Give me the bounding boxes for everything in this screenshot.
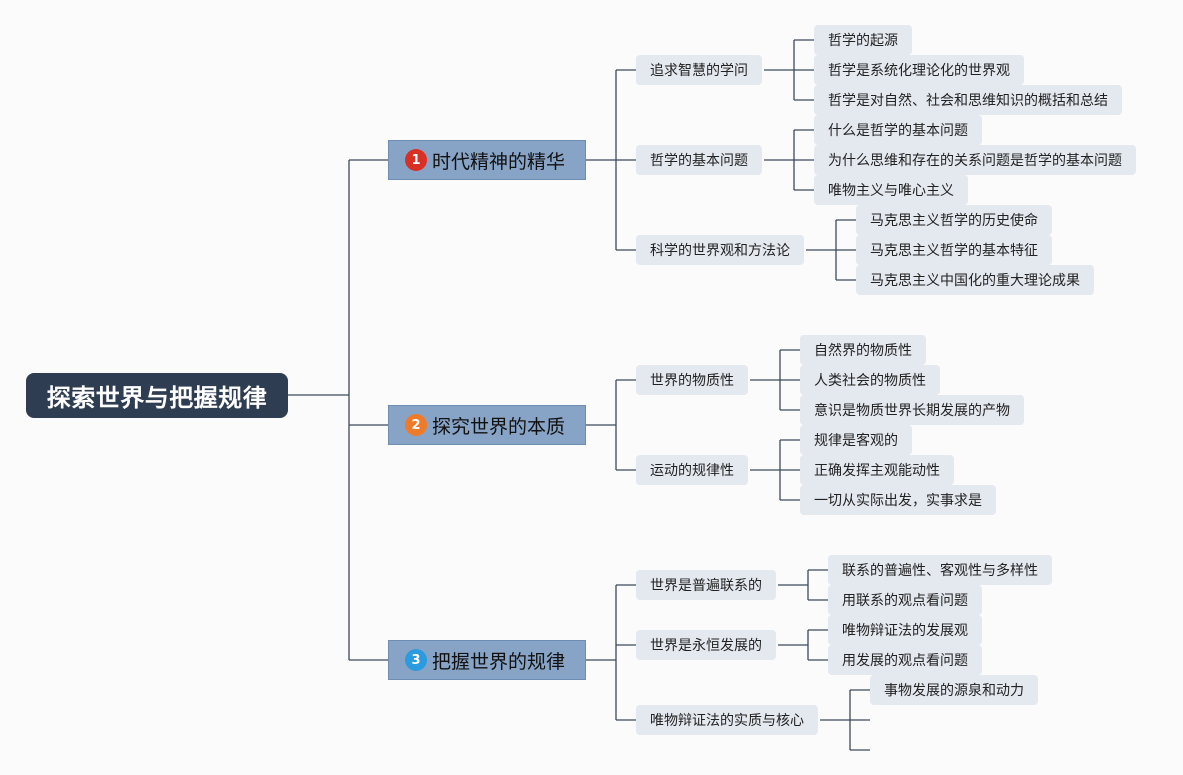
leaf-topic[interactable]: 事物发展的源泉和动力 — [870, 675, 1038, 705]
subtopic[interactable]: 世界是普遍联系的 — [636, 570, 776, 600]
leaf-topic[interactable]: 什么是哲学的基本问题 — [814, 115, 982, 145]
subtopic[interactable]: 哲学的基本问题 — [636, 145, 762, 175]
number-badge-1: 1 — [405, 149, 427, 171]
leaf-topic[interactable]: 联系的普遍性、客观性与多样性 — [828, 555, 1052, 585]
leaf-topic[interactable]: 用发展的观点看问题 — [828, 645, 982, 675]
leaf-topic[interactable]: 一切从实际出发，实事求是 — [800, 485, 996, 515]
leaf-topic[interactable]: 哲学是系统化理论化的世界观 — [814, 55, 1024, 85]
subtopic[interactable]: 世界是永恒发展的 — [636, 630, 776, 660]
main-topic-label: 把握世界的规律 — [432, 650, 566, 673]
subtopic[interactable]: 唯物辩证法的实质与核心 — [636, 705, 818, 735]
leaf-topic[interactable]: 马克思主义哲学的历史使命 — [856, 205, 1052, 235]
number-badge-2: 2 — [405, 414, 427, 436]
leaf-topic[interactable]: 正确发挥主观能动性 — [800, 455, 954, 485]
leaf-topic[interactable]: 哲学是对自然、社会和思维知识的概括和总结 — [814, 85, 1122, 115]
leaf-topic[interactable]: 人类社会的物质性 — [800, 365, 940, 395]
number-badge-3: 3 — [405, 649, 427, 671]
leaf-topic[interactable]: 意识是物质世界长期发展的产物 — [800, 395, 1024, 425]
leaf-topic[interactable]: 马克思主义中国化的重大理论成果 — [856, 265, 1094, 295]
main-topic-1[interactable]: 1 时代精神的精华 — [388, 140, 586, 180]
main-topic-label: 探究世界的本质 — [432, 415, 566, 438]
leaf-topic[interactable]: 自然界的物质性 — [800, 335, 926, 365]
main-topic-3[interactable]: 3 把握世界的规律 — [388, 640, 586, 680]
subtopic[interactable]: 追求智慧的学问 — [636, 55, 762, 85]
leaf-topic[interactable]: 唯物主义与唯心主义 — [814, 175, 968, 205]
main-topic-2[interactable]: 2 探究世界的本质 — [388, 405, 586, 445]
root-topic[interactable]: 探索世界与把握规律 — [26, 373, 288, 418]
subtopic[interactable]: 运动的规律性 — [636, 455, 748, 485]
subtopic[interactable]: 科学的世界观和方法论 — [636, 235, 804, 265]
leaf-topic[interactable]: 唯物辩证法的发展观 — [828, 615, 982, 645]
leaf-topic[interactable]: 马克思主义哲学的基本特征 — [856, 235, 1052, 265]
leaf-topic[interactable]: 哲学的起源 — [814, 25, 912, 55]
leaf-topic[interactable]: 规律是客观的 — [800, 425, 912, 455]
main-topic-label: 时代精神的精华 — [432, 150, 566, 173]
leaf-topic[interactable]: 为什么思维和存在的关系问题是哲学的基本问题 — [814, 145, 1136, 175]
subtopic[interactable]: 世界的物质性 — [636, 365, 748, 395]
leaf-topic[interactable]: 用联系的观点看问题 — [828, 585, 982, 615]
